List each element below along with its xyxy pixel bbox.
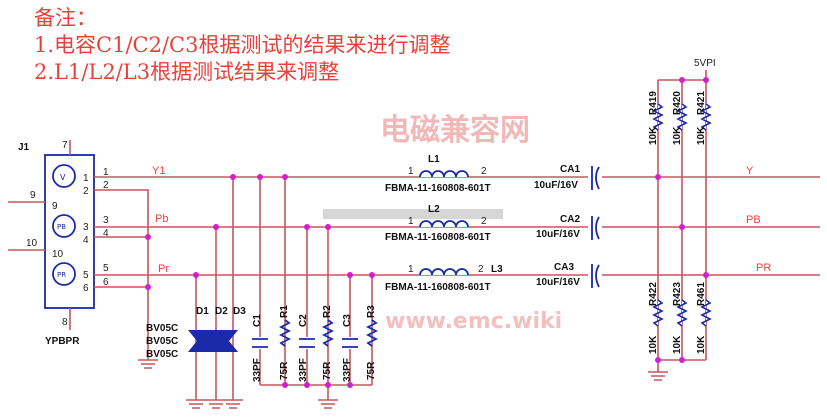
svg-text:3: 3 xyxy=(83,222,89,233)
svg-text:33PF: 33PF xyxy=(342,358,353,382)
svg-text:10uF/16V: 10uF/16V xyxy=(536,229,580,240)
svg-text:9: 9 xyxy=(52,201,58,212)
net-pr-out: PR xyxy=(756,262,771,274)
junction-dots xyxy=(145,77,709,388)
net-pb: Pb xyxy=(155,213,168,225)
svg-text:R2: R2 xyxy=(322,305,333,318)
svg-text:R419: R419 xyxy=(648,91,659,115)
connector-j1: J1 YPBPR V PB PR 7 8 9 9 10 10 1 2 3 4 5 6 1 2… xyxy=(8,140,109,347)
net-y1: Y1 xyxy=(152,165,165,177)
wires: Y1 Pb Pr xyxy=(94,165,820,409)
svg-text:10K: 10K xyxy=(672,335,683,354)
coupling-caps: CA1 10uF/16V CA2 10uF/16V CA3 10uF/16V xyxy=(534,164,602,288)
net-y: Y xyxy=(746,165,754,177)
svg-text:10: 10 xyxy=(52,249,64,260)
svg-text:10K: 10K xyxy=(648,335,659,354)
svg-text:YPBPR: YPBPR xyxy=(45,336,80,347)
svg-text:FBMA-11-160808-601T: FBMA-11-160808-601T xyxy=(385,282,491,293)
svg-text:L1: L1 xyxy=(428,154,440,165)
svg-text:1: 1 xyxy=(408,216,414,227)
svg-text:2: 2 xyxy=(481,166,487,177)
svg-text:CA2: CA2 xyxy=(560,214,580,225)
note-line-2: 2.L1/L2/L3根据测试结果来调整 xyxy=(34,60,340,84)
svg-text:2: 2 xyxy=(103,180,109,191)
svg-text:8: 8 xyxy=(62,317,68,328)
svg-text:10K: 10K xyxy=(648,126,659,145)
note-title: 备注： xyxy=(34,6,97,30)
svg-text:L2: L2 xyxy=(428,204,440,215)
svg-text:10K: 10K xyxy=(696,335,707,354)
inductors: L1 L2 L3 FBMA-11-160808-601T FBMA-11-160… xyxy=(385,154,503,293)
svg-text:PB: PB xyxy=(57,223,66,231)
svg-text:CA1: CA1 xyxy=(560,164,580,175)
svg-text:2: 2 xyxy=(481,216,487,227)
svg-text:75R: 75R xyxy=(279,361,290,380)
net-pb-out: PB xyxy=(746,214,761,226)
svg-text:10K: 10K xyxy=(696,126,707,145)
svg-text:R1: R1 xyxy=(279,305,290,318)
svg-text:C1: C1 xyxy=(252,314,263,327)
svg-text:C3: C3 xyxy=(342,314,353,327)
svg-text:33PF: 33PF xyxy=(298,358,309,382)
svg-text:J1: J1 xyxy=(18,142,30,153)
svg-text:BV05C: BV05C xyxy=(146,349,178,360)
svg-text:10: 10 xyxy=(26,238,38,249)
svg-text:R421: R421 xyxy=(696,91,707,115)
svg-text:2: 2 xyxy=(478,264,484,275)
svg-text:9: 9 xyxy=(30,190,36,201)
svg-text:1: 1 xyxy=(83,173,89,184)
svg-text:75R: 75R xyxy=(322,361,333,380)
svg-text:3: 3 xyxy=(103,215,109,226)
svg-text:2: 2 xyxy=(83,186,89,197)
svg-text:10uF/16V: 10uF/16V xyxy=(534,180,578,191)
svg-text:L3: L3 xyxy=(491,264,503,275)
svg-text:6: 6 xyxy=(83,283,89,294)
svg-text:5: 5 xyxy=(83,270,89,281)
svg-text:CA3: CA3 xyxy=(554,262,574,273)
svg-text:R423: R423 xyxy=(672,282,683,306)
svg-text:10K: 10K xyxy=(672,126,683,145)
svg-text:R420: R420 xyxy=(672,91,683,115)
net-pr: Pr xyxy=(158,263,169,275)
svg-text:D3: D3 xyxy=(233,306,246,317)
svg-text:BV05C: BV05C xyxy=(146,323,178,334)
svg-text:R3: R3 xyxy=(366,305,377,318)
svg-text:BV05C: BV05C xyxy=(146,336,178,347)
svg-text:PR: PR xyxy=(57,271,66,279)
svg-text:4: 4 xyxy=(103,228,109,239)
svg-text:1: 1 xyxy=(408,264,414,275)
bias-resistors: 5VPI R419 R420 R421 10K 10K 10K R422 R42… xyxy=(648,58,771,381)
svg-text:FBMA-11-160808-601T: FBMA-11-160808-601T xyxy=(385,232,491,243)
svg-text:R422: R422 xyxy=(648,282,659,306)
svg-text:10uF/16V: 10uF/16V xyxy=(536,277,580,288)
svg-text:4: 4 xyxy=(83,235,89,246)
svg-text:1: 1 xyxy=(103,167,109,178)
svg-text:FBMA-11-160808-601T: FBMA-11-160808-601T xyxy=(385,183,491,194)
svg-text:D1: D1 xyxy=(196,306,209,317)
net-5vpi: 5VPI xyxy=(694,58,716,69)
filter-components: C1 33PF R1 75R C2 33PF R2 75R C3 33PF R3… xyxy=(252,305,379,382)
svg-text:1: 1 xyxy=(408,166,414,177)
svg-text:R461: R461 xyxy=(696,282,707,306)
note-line-1: 1.电容C1/C2/C3根据测试的结果来进行调整 xyxy=(34,33,451,57)
svg-text:C2: C2 xyxy=(298,314,309,327)
watermark-url: www.emc.wiki xyxy=(385,309,562,334)
svg-text:75R: 75R xyxy=(366,361,377,380)
svg-text:33PF: 33PF xyxy=(252,358,263,382)
svg-text:7: 7 xyxy=(62,140,68,151)
tvs-diodes: D1 D2 D3 BV05C BV05C BV05C xyxy=(146,306,246,360)
watermark: 电磁兼容网 xyxy=(380,113,530,148)
svg-text:D2: D2 xyxy=(215,306,228,317)
svg-text:V: V xyxy=(60,173,66,182)
svg-text:5: 5 xyxy=(103,263,109,274)
watermark-bar xyxy=(323,209,503,219)
svg-text:6: 6 xyxy=(103,277,109,288)
